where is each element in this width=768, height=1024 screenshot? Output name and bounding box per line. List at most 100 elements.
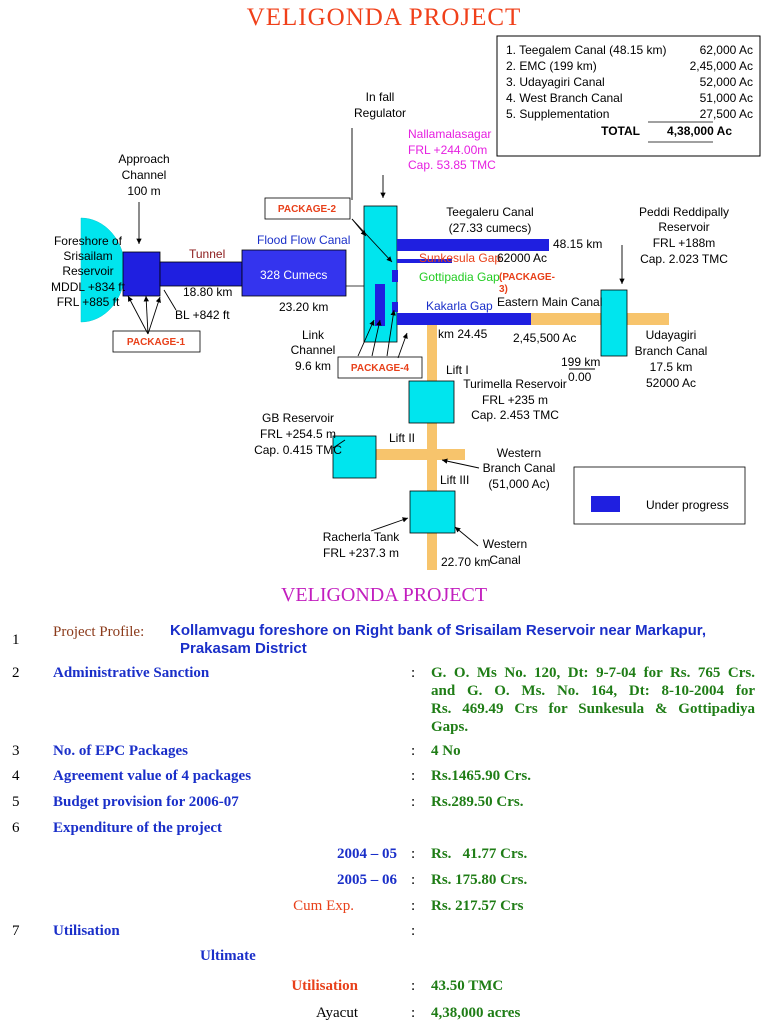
year-2005-colon: : [411, 872, 416, 888]
ayacut-label: Ayacut [316, 1005, 358, 1021]
kakarla-label: Kakarla Gap [426, 299, 493, 313]
summary-row-2-value: 2,45,000 Ac [690, 59, 753, 73]
budget-value: Rs.289.50 Crs. [431, 794, 524, 810]
infall-label-2: Regulator [354, 106, 406, 120]
racherla-label-2: FRL +237.3 m [323, 546, 399, 560]
ayacut-colon: : [411, 1005, 416, 1021]
turimella-label-3: Cap. 2.453 TMC [471, 408, 559, 422]
profile-value-line-2: Prakasam District [180, 640, 307, 657]
row-number: 4 [12, 768, 20, 784]
ultimate-utilisation-value: 43.50 TMC [431, 978, 504, 994]
km-2445-label: km 24.45 [438, 327, 488, 341]
nallamala-label-2: FRL +244.00m [408, 143, 487, 157]
sanction-value-line-4: Gaps. [431, 719, 469, 735]
page-title: VELIGONDA PROJECT [246, 4, 522, 31]
sanction-value-line-3: Rs. 469.49 Crs for Sunkesula & Gottipadi… [431, 701, 755, 717]
sanction-colon: : [411, 665, 416, 681]
link-label-1: Link [302, 328, 325, 342]
agreement-row: 4 Agreement value of 4 packages : Rs.146… [0, 768, 768, 788]
summary-row-5-name: 5. Supplementation [506, 107, 609, 121]
legend-label: Under progress [646, 498, 729, 512]
sanction-value-line-2: and G. O. Ms. No. 164, Dt: 8-10-2004 for [431, 683, 755, 699]
foreshore-label-1: Foreshore of [54, 234, 123, 248]
eastern-main-canal [531, 313, 601, 325]
ultimate-utilisation-label: Utilisation [291, 978, 358, 994]
foreshore-label-5: FRL +885 ft [57, 295, 120, 309]
row-number: 5 [12, 794, 20, 810]
link-label-3: 9.6 km [295, 359, 331, 373]
peddi-label-2: Reservoir [658, 220, 709, 234]
turimella-reservoir [408, 380, 455, 424]
year-2004-colon: : [411, 846, 416, 862]
link-channel-block [375, 284, 385, 326]
foreshore-label-4: MDDL +834 ft [51, 280, 126, 294]
ultimate-row: Ultimate [0, 948, 768, 968]
profile-row-1: 1 Project Profile: Kollamvagu foreshore … [0, 622, 768, 666]
utilisation-colon: : [411, 923, 416, 939]
gb-feeder-canal-east [437, 449, 465, 460]
eastern-main-canal-extension [627, 313, 669, 325]
year-2005-value: Rs. 175.80 Crs. [431, 872, 528, 888]
western-canal-label-1: Western [483, 537, 527, 551]
flood-flow-canal-shape [241, 249, 347, 297]
year-2005-label: 2005 – 06 [337, 872, 397, 888]
utilisation-row: 7 Utilisation : [0, 923, 768, 943]
emc-ayacut-label: 2,45,500 Ac [513, 331, 576, 345]
udayagiri-label-3: 17.5 km [650, 360, 693, 374]
sanction-label: Administrative Sanction [53, 665, 210, 681]
summary-row-5-value: 27,500 Ac [700, 107, 753, 121]
cum-exp-value: Rs. 217.57 Crs [431, 898, 524, 914]
packages-row: 3 No. of EPC Packages : 4 No [0, 743, 768, 763]
approach-label-3: 100 m [127, 184, 160, 198]
gb-label-3: Cap. 0.415 TMC [254, 443, 342, 457]
sunkesula-label: Sunkesula Gap [419, 251, 501, 265]
sunkesula-gap-canal [397, 259, 452, 263]
summary-row-3-name: 3. Udayagiri Canal [506, 75, 605, 89]
link-label-2: Channel [291, 343, 336, 357]
summary-row-3-value: 52,000 Ac [700, 75, 753, 89]
gb-label-1: GB Reservoir [262, 411, 334, 425]
profile-title: VELIGONDA PROJECT [280, 584, 488, 606]
summary-row-1-value: 62,000 Ac [700, 43, 753, 57]
year-2004-value: Rs. 41.77 Crs. [431, 846, 528, 862]
ultimate-utilisation-colon: : [411, 978, 416, 994]
project-schematic: 1. Teegalem Canal (48.15 km) 62,000 Ac 2… [51, 35, 761, 570]
ultimate-label: Ultimate [200, 948, 256, 964]
peddi-label-4: Cap. 2.023 TMC [640, 252, 728, 266]
row-number: 1 [12, 632, 20, 648]
eastern-main-canal-progress [397, 313, 531, 325]
utilisation-label: Utilisation [53, 923, 120, 939]
bl-label: BL +842 ft [175, 308, 230, 322]
western-canal-label-2: Canal [489, 553, 520, 567]
western-branch-canal [427, 325, 437, 570]
teegaleru-label-2: (27.33 cumecs) [449, 221, 532, 235]
cumecs-label: 328 Cumecs [260, 268, 327, 282]
udayagiri-label-4: 52000 Ac [646, 376, 696, 390]
racherla-label-1: Racherla Tank [323, 530, 400, 544]
emc-label: Eastern Main Canal [497, 295, 602, 309]
teegaleru-length-label: 48.15 km [553, 237, 602, 251]
row-number: 6 [12, 820, 20, 836]
legend-swatch [591, 496, 620, 512]
flood-length-label: 23.20 km [279, 300, 328, 314]
year-2004-label: 2004 – 05 [337, 846, 397, 862]
teegaleru-ayacut-label: 62000 Ac [497, 251, 547, 265]
lift-3-label: Lift III [440, 473, 469, 487]
udayagiri-label-1: Udayagiri [646, 328, 697, 342]
gb-feeder-canal [376, 449, 427, 460]
budget-row: 5 Budget provision for 2006-07 : Rs.289.… [0, 794, 768, 814]
package-3-label-line1: (PACKAGE- [499, 272, 555, 283]
expenditure-label: Expenditure of the project [53, 820, 223, 836]
udayagiri-label-2: Branch Canal [635, 344, 708, 358]
foreshore-label-2: Srisailam [63, 249, 112, 263]
package-2-label: PACKAGE-2 [278, 204, 337, 215]
western-branch-label-1: Western [497, 446, 541, 460]
approach-label-2: Channel [122, 168, 167, 182]
approach-channel-block [122, 251, 161, 297]
peddi-label-3: FRL +188m [653, 236, 716, 250]
gb-label-2: FRL +254.5 m [260, 427, 336, 441]
western-branch-label-3: (51,000 Ac) [488, 477, 549, 491]
summary-row-2-name: 2. EMC (199 km) [506, 59, 597, 73]
teegaleru-canal [397, 239, 549, 251]
agreement-value: Rs.1465.90 Crs. [431, 768, 531, 784]
